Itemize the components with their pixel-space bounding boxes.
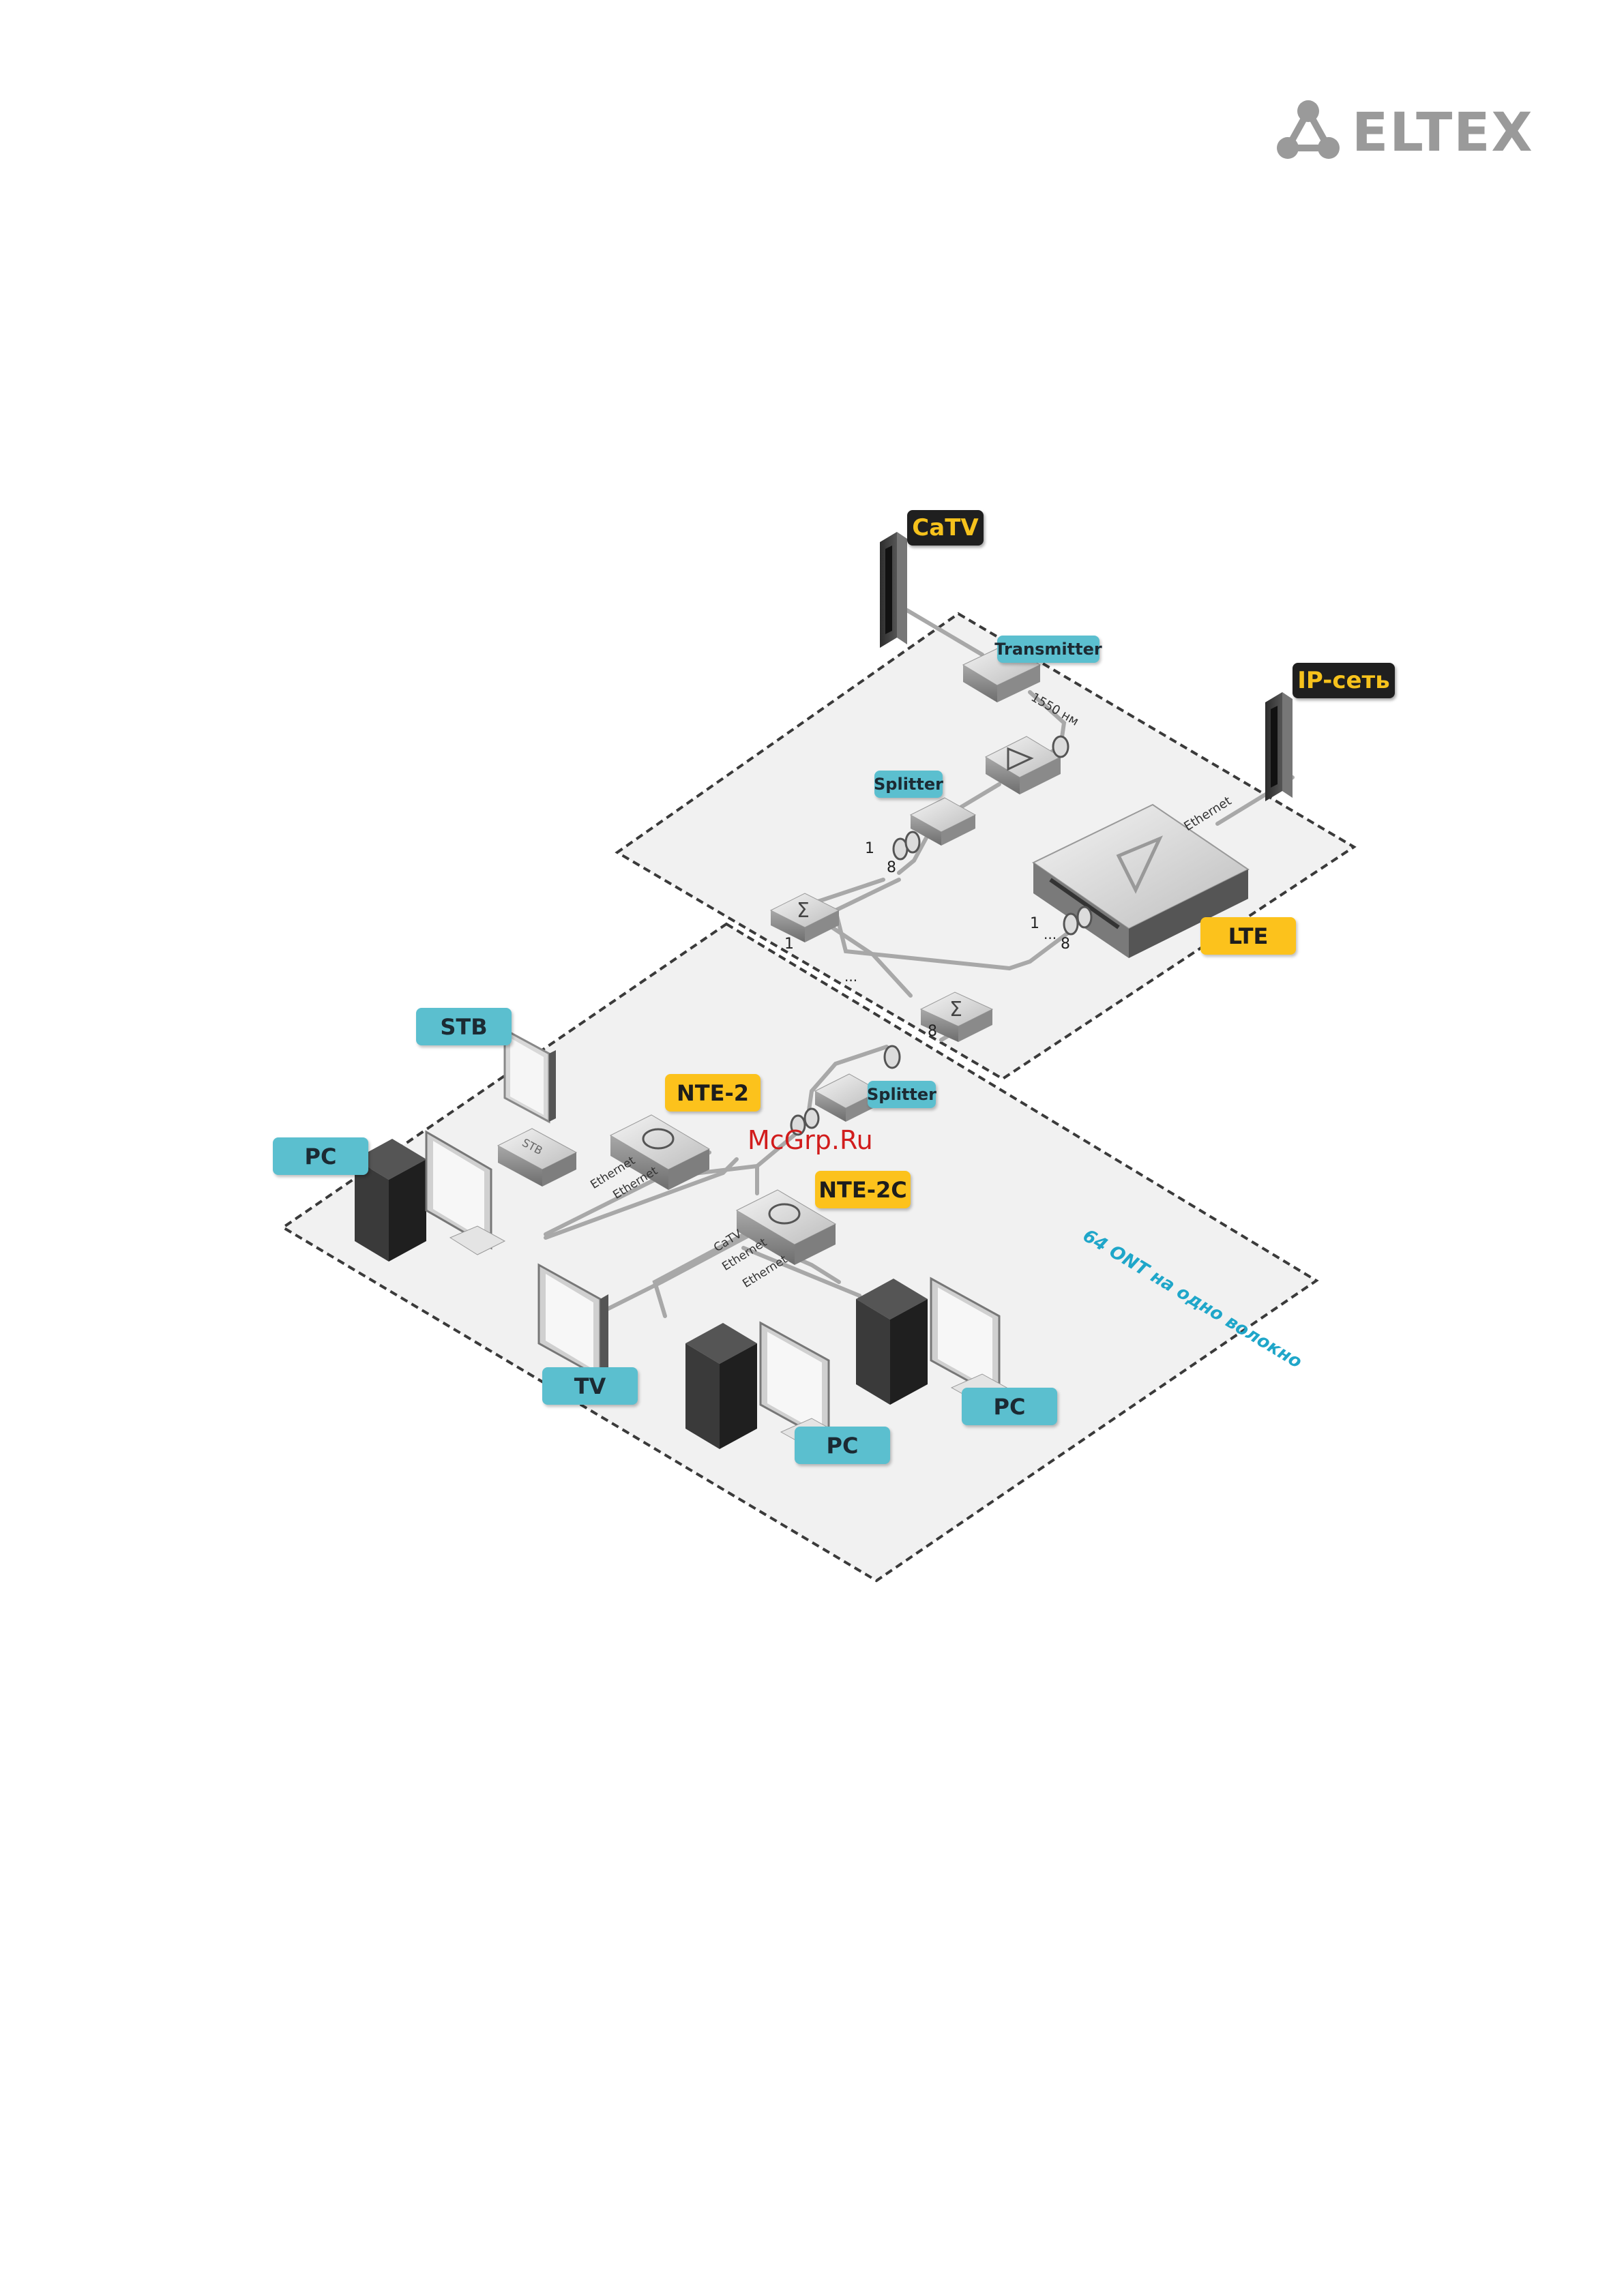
eltex-logo: ELTEX (1275, 95, 1528, 170)
split-top-port-1: 1 (865, 840, 874, 857)
splitter-bottom-label: Splitter (868, 1081, 936, 1108)
logo-text: ELTEX (1352, 102, 1534, 164)
ip-network-label: IP-сеть (1293, 663, 1395, 698)
pc-middle-label: PC (795, 1427, 890, 1464)
split-top-port-8: 8 (887, 859, 896, 876)
combiner-dots: ... (844, 968, 857, 985)
combiner-port-1: 1 (784, 936, 794, 953)
catv-source-label: CaTV (907, 510, 984, 546)
tv-label: TV (542, 1367, 638, 1405)
stb-label: STB (416, 1008, 512, 1045)
nte2-label: NTE-2 (665, 1074, 761, 1112)
svg-text:Σ: Σ (797, 899, 810, 923)
pc-left-label: PC (273, 1137, 368, 1175)
split-lte-dots: ... (1044, 926, 1057, 942)
nte2c-label: NTE-2C (815, 1171, 911, 1208)
combiner-port-8: 8 (928, 1023, 937, 1040)
lte-label: LTE (1200, 917, 1296, 955)
catv-tower (880, 532, 907, 648)
pc-right-label: PC (962, 1388, 1057, 1425)
watermark: McGrp.Ru (748, 1125, 873, 1155)
split-lte-port-1: 1 (1030, 915, 1039, 932)
split-lte-port-8: 8 (1061, 936, 1070, 953)
svg-text:Σ: Σ (949, 998, 962, 1022)
ip-network-tower (1265, 692, 1293, 801)
splitter-top-label: Splitter (874, 771, 943, 798)
transmitter-label: Transmitter (997, 636, 1099, 663)
